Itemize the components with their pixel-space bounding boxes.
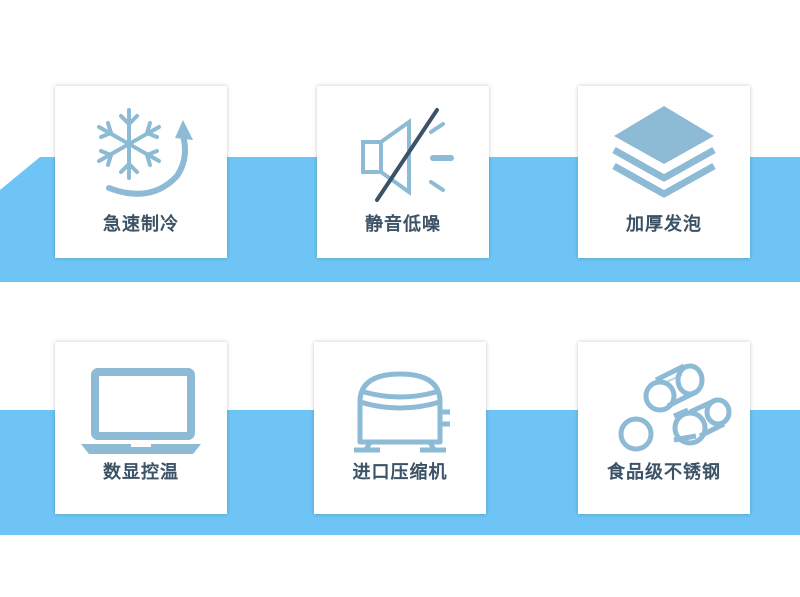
feature-label: 加厚发泡 xyxy=(626,214,702,235)
layers-icon xyxy=(612,106,716,198)
feature-label: 进口压缩机 xyxy=(352,462,448,483)
steel-pipes-icon xyxy=(618,363,732,452)
feature-card-imported-compressor: 进口压缩机 xyxy=(314,342,486,514)
feature-label: 数显控温 xyxy=(103,462,179,483)
feature-card-food-grade-steel: 食品级不锈钢 xyxy=(578,342,750,514)
feature-card-fast-cooling: 急速制冷 xyxy=(55,86,227,258)
feature-card-digital-temp: 数显控温 xyxy=(55,342,227,514)
feature-card-quiet: 静音低噪 xyxy=(317,86,489,258)
feature-label: 食品级不锈钢 xyxy=(607,462,721,483)
snowflake-refresh-icon xyxy=(97,108,193,197)
feature-label: 急速制冷 xyxy=(103,214,179,235)
laptop-icon xyxy=(81,368,201,454)
feature-label: 静音低噪 xyxy=(365,214,441,235)
top-band-white-notch-left xyxy=(0,157,40,190)
compressor-icon xyxy=(354,371,450,453)
muted-speaker-icon xyxy=(361,108,454,202)
feature-card-thick-foam: 加厚发泡 xyxy=(578,86,750,258)
